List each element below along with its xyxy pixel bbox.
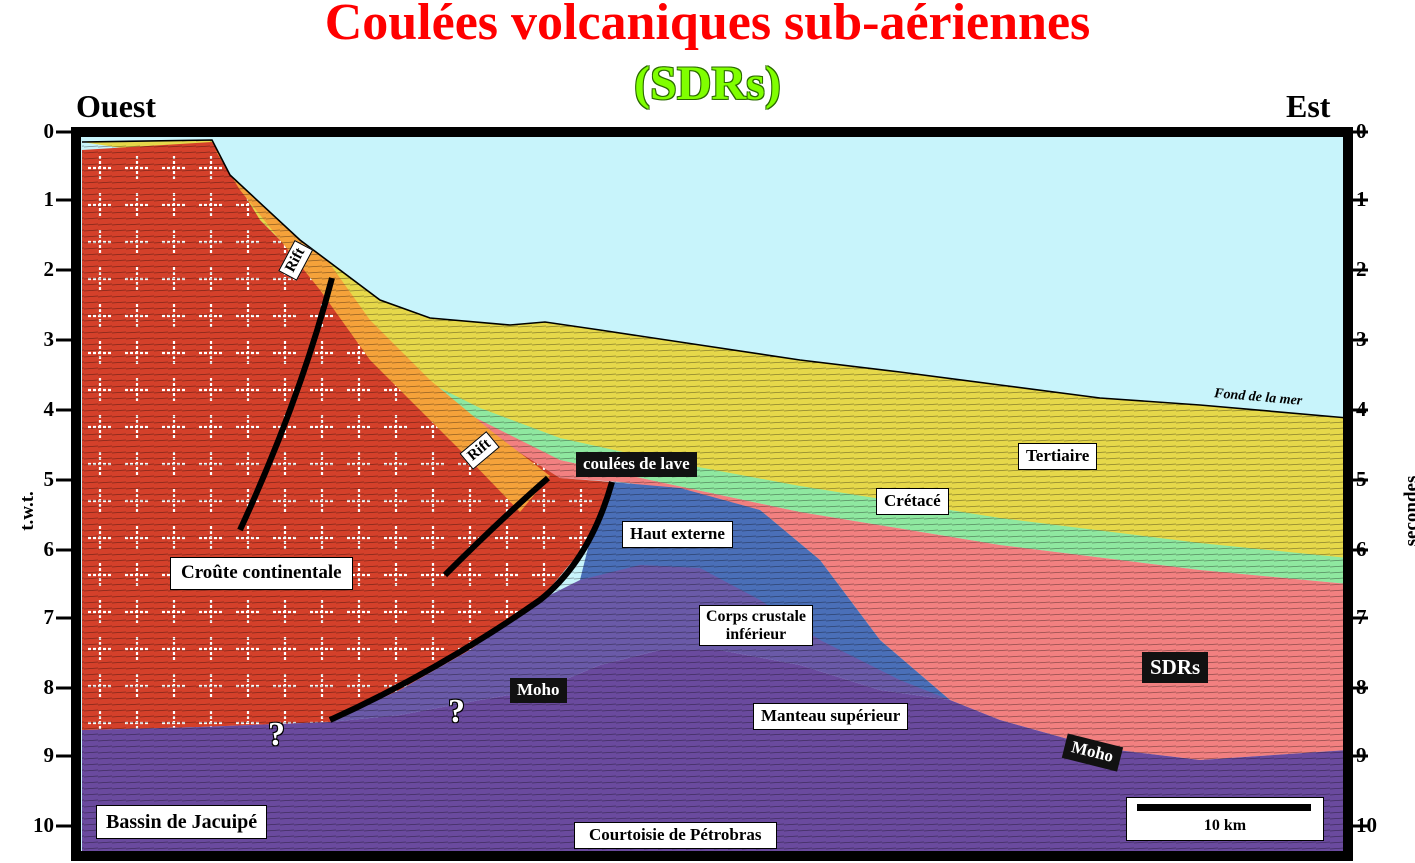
tick-right-8: 8	[1356, 675, 1367, 699]
tick-left-5: 5	[43, 467, 55, 491]
question-mark-1: ?	[268, 716, 285, 753]
bassin-label: Bassin de Jacuipé	[96, 805, 268, 839]
corps-crustal-label-line2: inférieur	[725, 625, 787, 643]
tick-right-1: 1	[1356, 187, 1367, 211]
tick-right-5: 5	[1356, 467, 1367, 491]
tick-right-4: 4	[1356, 397, 1367, 421]
fault-middle	[442, 475, 550, 578]
tick-right-2: 2	[1356, 257, 1367, 281]
west-label: Ouest	[76, 88, 156, 124]
manteau-label: Manteau supérieur	[753, 703, 909, 730]
tertiaire-label: Tertiaire	[1018, 443, 1098, 470]
tick-right-9: 9	[1356, 743, 1367, 767]
corps-crustal-label: Corps crustale inférieur	[699, 605, 813, 647]
question-mark-2: ?	[448, 693, 465, 730]
fault-detachment	[328, 481, 615, 723]
haut-externe-label: Haut externe	[622, 521, 733, 548]
scale-bar: 10 km	[1126, 797, 1324, 841]
tick-left-9: 9	[43, 743, 55, 767]
tick-right-10: 10	[1356, 813, 1377, 837]
scale-bar-line	[1137, 804, 1311, 811]
tick-left-8: 8	[43, 675, 55, 699]
courtoisie-label: Courtoisie de Pétrobras	[574, 822, 777, 849]
cretace-label: Crétacé	[876, 488, 949, 515]
diagram-subtitle: (SDRs)	[634, 57, 781, 110]
fault-upper	[237, 277, 335, 532]
tick-left-0: 0	[43, 119, 55, 143]
tick-left-2: 2	[43, 257, 55, 281]
tick-left-3: 3	[43, 327, 55, 351]
tick-left-4: 4	[43, 397, 55, 421]
tick-left-6: 6	[43, 537, 55, 561]
left-axis-label: t.w.t.	[17, 491, 38, 531]
left-tick-marks	[56, 130, 76, 828]
moho-label-center: Moho	[510, 678, 567, 703]
coulees-label: coulées de lave	[576, 452, 697, 477]
sea-overlay	[76, 132, 1348, 418]
tick-left-10: 10	[33, 813, 54, 837]
tick-left-7: 7	[43, 605, 55, 629]
sdrs-label: SDRs	[1142, 652, 1209, 684]
right-axis-label: secondes	[1401, 475, 1415, 547]
diagram-title: Coulées volcaniques sub-aériennes	[324, 0, 1091, 51]
croute-label: Croûte continentale	[170, 557, 353, 590]
corps-crustal-label-line1: Corps crustale	[706, 608, 806, 625]
right-tick-marks	[1348, 130, 1368, 828]
tick-right-6: 6	[1356, 537, 1367, 561]
tick-right-0: 0	[1356, 119, 1367, 143]
east-label: Est	[1286, 88, 1331, 124]
tick-left-1: 1	[43, 187, 55, 211]
tick-right-3: 3	[1356, 327, 1367, 351]
tick-right-7: 7	[1356, 605, 1367, 629]
scale-bar-label: 10 km	[1203, 817, 1247, 834]
panel-frame	[71, 127, 1353, 861]
seafloor-line	[81, 139, 1348, 419]
